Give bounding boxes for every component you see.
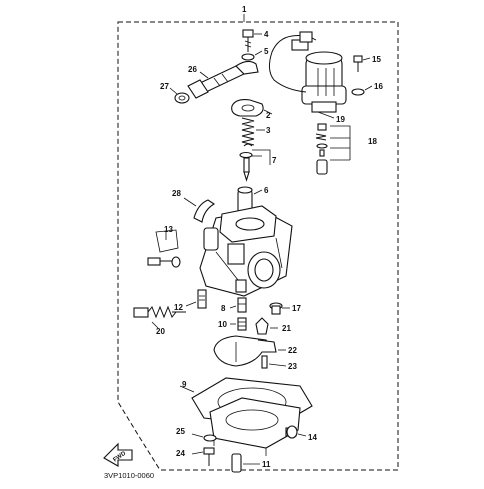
callout-1: 1 [242,5,247,14]
screw-part-24 [203,447,215,466]
washer-part-5 [241,53,255,61]
spring-part-3 [241,117,255,146]
washer-part-25 [203,434,217,442]
jet-screw-part-13 [147,256,181,268]
callout-11: 11 [262,460,271,469]
callout-10: 10 [218,320,227,329]
callout-19: 19 [336,115,345,124]
callout-28: 28 [172,189,181,198]
choke-plunger-part-18 [315,123,328,175]
assembly-boundary [117,21,399,471]
callout-12: 12 [174,303,183,312]
cover-plate-part-2 [231,99,264,117]
clip-part-27 [174,92,190,104]
callout-23: 23 [288,362,297,371]
drawing-code: 3VP1010-0060 [104,471,154,480]
forward-arrow-icon: FWD [103,442,133,467]
callout-4: 4 [264,30,269,39]
callout-26: 26 [188,65,197,74]
starter-part-26 [187,60,259,99]
auto-choke-part-19 [301,51,347,113]
pin-part-23 [261,355,268,369]
drain-screw-part-14 [285,425,298,439]
main-jet-part-8 [237,297,247,313]
float-bowl [209,397,301,456]
callout-20: 20 [156,327,165,336]
jet-bracket [155,229,179,253]
hose-part-28 [193,199,216,223]
washer-part-16 [351,88,365,96]
callout-17: 17 [292,304,301,313]
callout-16: 16 [374,82,383,91]
carburetor-body [199,205,293,297]
screw-part-4 [242,29,254,52]
needle-jet-part-10 [237,317,247,331]
callout-7: 7 [272,156,277,165]
callout-18: 18 [368,137,377,146]
callout-21: 21 [282,324,291,333]
callout-3: 3 [266,126,271,135]
callout-2: 2 [266,111,271,120]
callout-8: 8 [221,304,226,313]
callout-9: 9 [182,380,187,389]
callout-15: 15 [372,55,381,64]
screw-part-17 [269,302,283,315]
callout-13: 13 [164,225,173,234]
float-part-22 [213,335,277,367]
hose-part-11 [231,453,242,473]
needle-part-7 [239,143,253,182]
wire-connector [291,31,313,51]
idle-screw-part-20 [133,305,186,319]
callout-24: 24 [176,449,185,458]
callout-14: 14 [308,433,317,442]
throttle-valve-part-6 [237,186,253,215]
callout-5: 5 [264,47,269,56]
jet-part-12 [197,289,207,309]
callout-25: 25 [176,427,185,436]
screw-part-15 [353,55,363,72]
callout-27: 27 [160,82,169,91]
float-valve-part-21 [255,317,269,335]
callout-22: 22 [288,346,297,355]
callout-6: 6 [264,186,269,195]
